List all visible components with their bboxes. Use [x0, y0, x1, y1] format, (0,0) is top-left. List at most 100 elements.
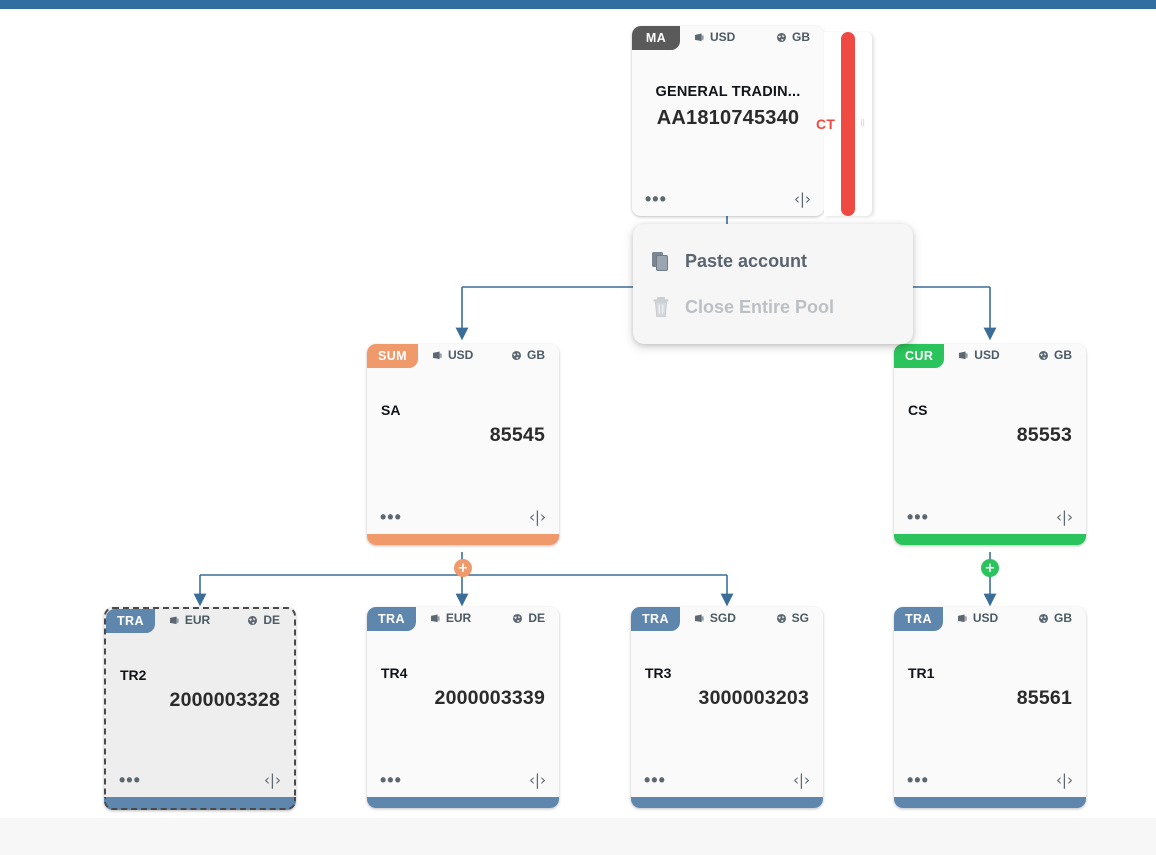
node-header: CUR USD GB — [894, 344, 1086, 374]
node-more-menu-icon[interactable]: ••• — [907, 507, 929, 527]
node-footer: ••• ‹|› — [106, 763, 294, 797]
country-code: GB — [1054, 611, 1072, 625]
country-meta: DE — [247, 613, 280, 627]
account-number: 85545 — [489, 424, 545, 447]
account-node-cur[interactable]: CUR USD GB — [894, 344, 1086, 545]
currency-meta: USD — [958, 348, 1000, 362]
account-number: 85561 — [1016, 687, 1072, 710]
account-node-tr3[interactable]: TRA SGD SG — [631, 607, 823, 808]
currency-code: SGD — [709, 611, 736, 625]
account-node-tr1[interactable]: TRA USD GB — [894, 607, 1086, 808]
account-name: TR4 — [381, 665, 408, 681]
expand-toggle-sum[interactable]: + — [454, 559, 472, 577]
node-more-menu-icon[interactable]: ••• — [380, 770, 402, 790]
expand-toggle-cur[interactable]: + — [981, 559, 999, 577]
node-accent-bar — [104, 797, 296, 810]
node-expand-icon[interactable]: ‹|› — [528, 770, 546, 789]
node-card-body: TRA SGD SG — [631, 607, 823, 797]
node-content: TR1 85561 — [894, 637, 1086, 710]
ct-red-bar[interactable] — [841, 32, 855, 216]
globe-icon — [776, 613, 786, 623]
node-content: CS 85553 — [894, 374, 1086, 447]
account-name: GENERAL TRADIN... — [655, 84, 801, 100]
node-expand-icon[interactable]: ‹|› — [793, 189, 811, 208]
context-menu[interactable]: Paste account Close Entire Pool — [633, 224, 913, 344]
ct-label: CT — [816, 116, 836, 132]
globe-icon — [1038, 613, 1049, 623]
country-meta: DE — [512, 611, 545, 625]
wallet-icon — [695, 33, 704, 41]
app-footer-bar — [0, 818, 1156, 855]
currency-code: EUR — [445, 611, 472, 625]
node-meta: USD GB — [680, 26, 824, 44]
account-name: SA — [381, 402, 401, 418]
node-content: SA 85545 — [367, 374, 559, 447]
app-top-bar — [0, 0, 1156, 9]
node-more-menu-icon[interactable]: ••• — [645, 189, 667, 209]
node-expand-icon[interactable]: ‹|› — [792, 770, 810, 789]
node-type-badge: TRA — [894, 607, 943, 631]
node-meta: EUR DE — [416, 607, 559, 625]
node-meta: USD GB — [943, 607, 1086, 625]
account-number: 85553 — [1016, 424, 1072, 447]
globe-icon — [776, 32, 787, 42]
node-more-menu-icon[interactable]: ••• — [119, 770, 141, 790]
node-expand-icon[interactable]: ‹|› — [1055, 770, 1073, 789]
account-number: 3000003203 — [698, 687, 809, 710]
node-footer: ••• ‹|› — [632, 182, 824, 216]
wallet-icon — [694, 614, 704, 622]
ct-grip-icon[interactable]: ‖ — [860, 118, 865, 130]
account-node-tr4[interactable]: TRA EUR DE — [367, 607, 559, 808]
currency-code: USD — [710, 30, 736, 44]
account-node-tr2[interactable]: TRA EUR DE — [104, 607, 296, 810]
country-code: GB — [792, 30, 810, 44]
node-card-body: MA USD GB — [632, 26, 824, 216]
node-content: TR3 3000003203 — [631, 637, 823, 710]
ct-side-panel[interactable]: CT ‖ — [816, 32, 872, 216]
country-code: GB — [527, 348, 545, 362]
country-meta: GB — [511, 348, 545, 362]
currency-meta: EUR — [430, 611, 471, 625]
node-more-menu-icon[interactable]: ••• — [644, 770, 666, 790]
currency-meta: USD — [432, 348, 473, 362]
account-name: TR2 — [120, 667, 147, 683]
node-meta: USD GB — [418, 344, 559, 362]
account-name: TR3 — [645, 665, 672, 681]
context-menu-item-paste-account[interactable]: Paste account — [633, 238, 913, 284]
node-meta: EUR DE — [155, 609, 294, 627]
country-meta: GB — [1038, 611, 1072, 625]
account-node-sum[interactable]: SUM USD GB — [367, 344, 559, 545]
node-type-badge: TRA — [367, 607, 416, 631]
country-meta: GB — [776, 30, 810, 44]
country-meta: SG — [776, 611, 809, 625]
node-card-body: CUR USD GB — [894, 344, 1086, 534]
account-name: TR1 — [908, 665, 935, 681]
node-expand-icon[interactable]: ‹|› — [1055, 507, 1073, 526]
globe-icon — [513, 613, 523, 623]
currency-meta: SGD — [694, 611, 736, 625]
currency-code: USD — [972, 611, 999, 625]
node-accent-bar — [367, 534, 559, 545]
node-more-menu-icon[interactable]: ••• — [380, 507, 402, 527]
currency-meta: EUR — [169, 613, 210, 627]
node-footer: ••• ‹|› — [367, 763, 559, 797]
wallet-icon — [169, 616, 179, 624]
wallet-icon — [430, 614, 440, 622]
node-type-badge: TRA — [631, 607, 680, 631]
node-footer: ••• ‹|› — [367, 500, 559, 534]
node-card-body: TRA EUR DE — [104, 607, 296, 797]
node-expand-icon[interactable]: ‹|› — [528, 507, 546, 526]
node-footer: ••• ‹|› — [894, 500, 1086, 534]
node-accent-bar — [367, 797, 559, 808]
node-type-badge: TRA — [106, 609, 155, 633]
account-node-master[interactable]: MA USD GB — [632, 26, 872, 216]
account-name: CS — [908, 402, 928, 418]
node-header: MA USD GB — [632, 26, 824, 56]
node-footer: ••• ‹|› — [894, 763, 1086, 797]
node-more-menu-icon[interactable]: ••• — [907, 770, 929, 790]
account-number: 2000003339 — [434, 687, 545, 710]
currency-code: USD — [974, 348, 1000, 362]
node-expand-icon[interactable]: ‹|› — [263, 770, 281, 789]
node-header: TRA USD GB — [894, 607, 1086, 637]
